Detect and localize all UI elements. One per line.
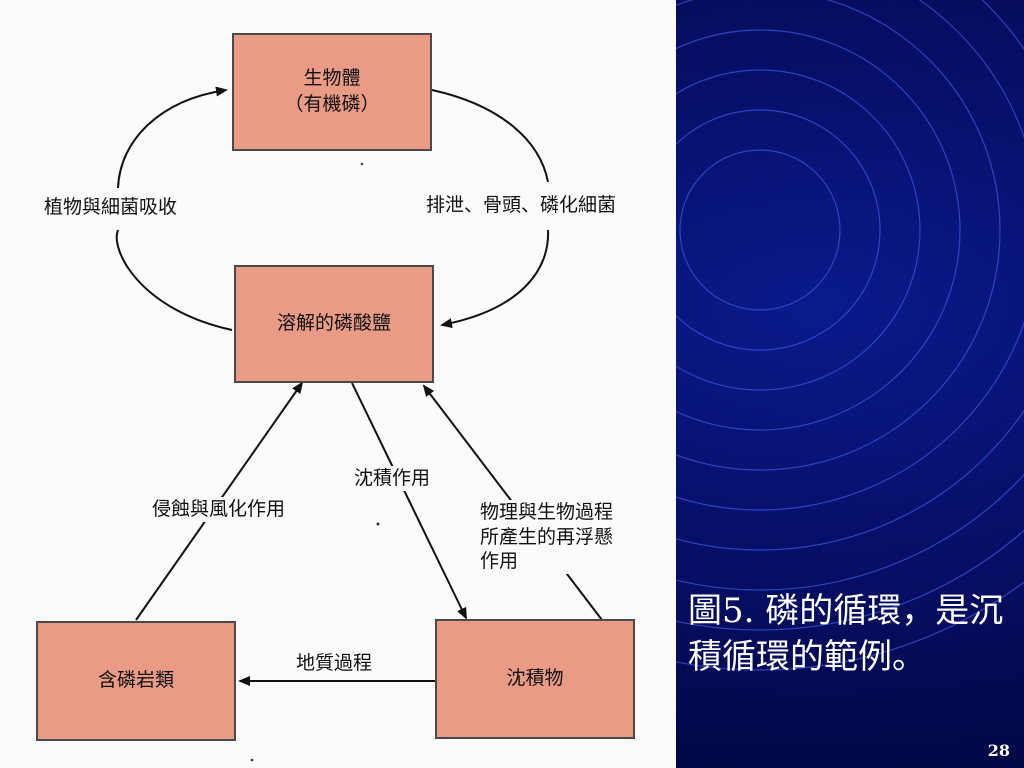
node-organisms: 生物體 （有機磷） <box>232 33 432 151</box>
arrow-sedimentation <box>351 382 467 620</box>
node-phosphate-rocks: 含磷岩類 <box>36 621 236 741</box>
node-phosphate-rocks-label: 含磷岩類 <box>97 669 174 692</box>
figure-caption: 圖5. 磷的循環，是沉積循環的範例。 <box>688 591 1004 677</box>
node-sediments: 沈積物 <box>435 619 635 739</box>
node-dissolved-phosphate: 溶解的磷酸鹽 <box>234 265 434 383</box>
node-organisms-title: 生物體 <box>303 67 361 90</box>
edge-label-excretion: 排泄、骨頭、磷化細菌 <box>424 193 619 218</box>
arrow-excretion-top <box>431 89 549 183</box>
ring-2 <box>639 109 881 351</box>
speck <box>376 522 380 526</box>
edge-label-geological: 地質過程 <box>296 652 373 674</box>
edge-label-resuspension: 物理與生物過程 所產生的再浮懸 作用 <box>478 500 616 575</box>
node-dissolved-phosphate-label: 溶解的磷酸鹽 <box>276 312 391 335</box>
edge-label-plant-uptake: 植物與細菌吸收 <box>42 195 180 220</box>
speck <box>250 758 254 762</box>
arrow-excretion <box>440 229 550 329</box>
edge-label-resuspension-line1: 物理與生物過程 <box>480 501 614 523</box>
edge-label-erosion: 侵蝕與風化作用 <box>150 497 288 522</box>
node-sediments-label: 沈積物 <box>506 667 564 690</box>
arrow-plant-uptake-top <box>117 86 228 189</box>
phosphorus-cycle-figure: 生物體 （有機磷） 溶解的磷酸鹽 含磷岩類 沈積物 植物與細菌吸收 排泄、骨頭、… <box>0 0 676 768</box>
arrow-plant-uptake <box>115 229 233 331</box>
speck <box>360 162 364 166</box>
edge-label-sedimentation: 沈積作用 <box>352 466 433 491</box>
page-number: 28 <box>987 741 1010 760</box>
edge-label-resuspension-line3: 作用 <box>480 550 519 573</box>
cycle-arrows <box>115 86 603 762</box>
node-organisms-subtitle: （有機磷） <box>284 93 380 115</box>
edge-label-resuspension-line2: 所產生的再浮懸 <box>480 525 614 548</box>
ring-1 <box>679 149 841 311</box>
